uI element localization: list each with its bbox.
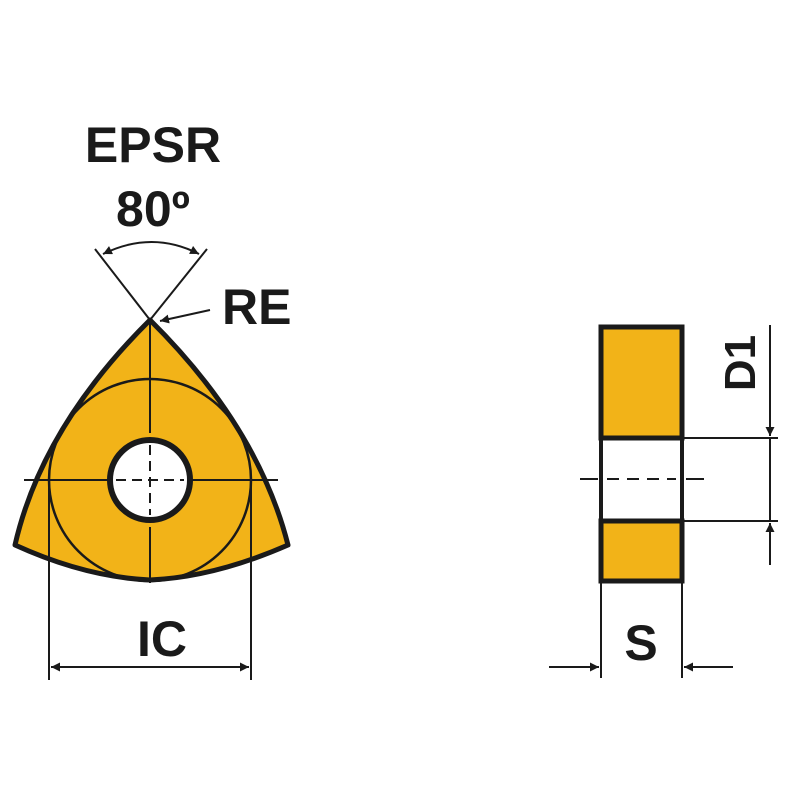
side-upper-block bbox=[598, 324, 685, 441]
d1-label: D1 bbox=[716, 335, 765, 391]
insert-side-view: D1 S bbox=[549, 324, 778, 678]
angle-line-right bbox=[149, 248, 208, 321]
angle-arc bbox=[102, 241, 200, 255]
corner-radius-leader bbox=[159, 309, 211, 324]
side-lower-block bbox=[598, 518, 685, 584]
re-label: RE bbox=[222, 279, 291, 335]
ic-label: IC bbox=[137, 611, 187, 667]
angle-line-left bbox=[94, 248, 151, 321]
s-label: S bbox=[624, 615, 657, 671]
angle-value-label: 80º bbox=[116, 181, 190, 237]
epsr-label: EPSR bbox=[85, 117, 221, 173]
insert-top-view: EPSR 80º RE IC bbox=[12, 117, 291, 680]
